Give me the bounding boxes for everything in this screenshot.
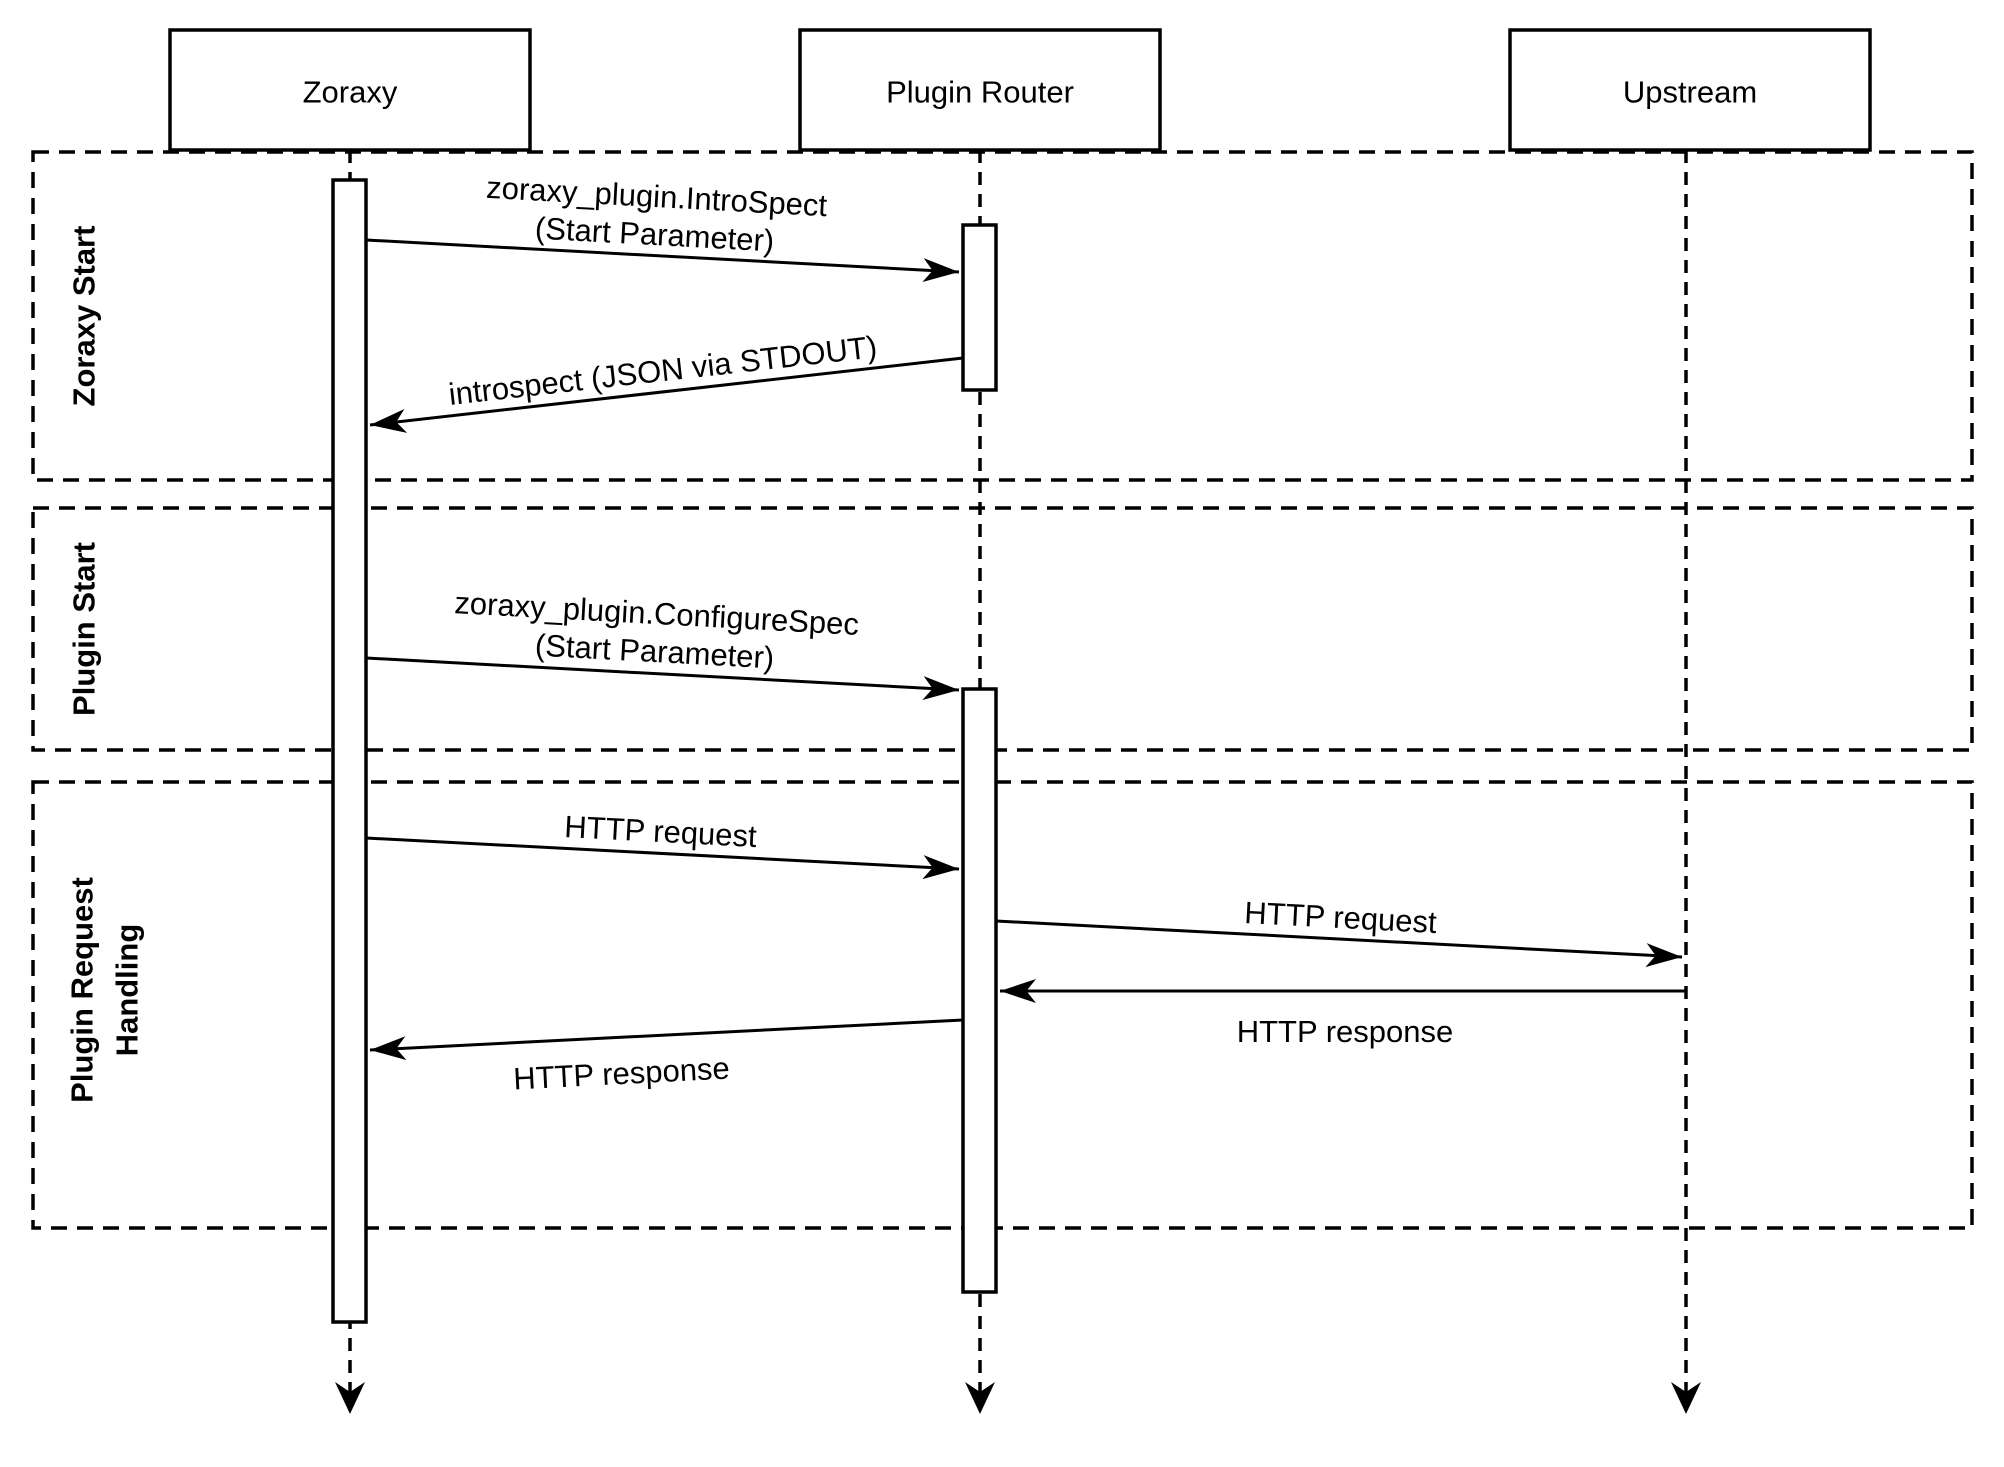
activation-plugin-router-2: [961, 687, 998, 1294]
message-label-introspect-return: introspect (JSON via STDOUT): [447, 329, 879, 412]
section-label-zoraxy-start: Zoraxy Start: [67, 226, 102, 407]
message-arrow-http-request-to-plugin: [365, 836, 960, 880]
actor-box-zoraxy: [168, 28, 532, 152]
message-arrow-http-response-to-zoraxy: [369, 1018, 964, 1061]
lifeline-end-arrow-icon: [335, 1382, 365, 1414]
message-label-http-request-to-upstream: HTTP request: [1244, 895, 1438, 940]
section-frames: [31, 150, 1974, 1230]
message-label-http-response-from-upstream: HTTP response: [1237, 1014, 1454, 1049]
message-label-introspect-call: zoraxy_plugin.IntroSpect (Start Paramete…: [485, 170, 828, 259]
actor-box-plugin-router: [798, 28, 1162, 152]
actor-upstream: Upstream: [1508, 28, 1872, 152]
lifeline-end-arrows: [335, 1382, 1701, 1414]
activation-bars: [331, 178, 998, 1324]
section-label-plugin-start: Plugin Start: [67, 542, 102, 716]
message-arrow-configurespec-call: [365, 656, 960, 701]
actor-label-plugin-router: Plugin Router: [886, 75, 1074, 110]
message-label-http-request-to-plugin: HTTP request: [564, 809, 758, 854]
activation-zoraxy: [331, 178, 368, 1324]
section-frame-plugin-start: [31, 506, 1974, 752]
section-frame-plugin-request-handling: [31, 780, 1974, 1230]
message-arrow-introspect-return: [369, 356, 964, 433]
actor-boxes: Zoraxy Plugin Router Upstream: [168, 28, 1872, 152]
section-label-plugin-request-handling-line1: Plugin Request: [65, 877, 100, 1103]
message-label-http-response-to-zoraxy: HTTP response: [512, 1051, 730, 1097]
messages: [365, 238, 1686, 1061]
section-frame-zoraxy-start: [31, 150, 1974, 482]
lifelines: [348, 150, 1688, 1392]
actor-box-upstream: [1508, 28, 1872, 152]
actor-plugin-router: Plugin Router: [798, 28, 1162, 152]
lifeline-end-arrow-icon: [1671, 1382, 1701, 1414]
message-arrow-http-request-to-upstream: [995, 919, 1683, 968]
message-labels: zoraxy_plugin.IntroSpect (Start Paramete…: [447, 170, 1453, 1097]
section-labels: Zoraxy Start Plugin Start Plugin Request…: [65, 226, 145, 1103]
message-arrow-introspect-call: [365, 238, 960, 283]
actor-label-upstream: Upstream: [1623, 75, 1757, 110]
lifeline-end-arrow-icon: [965, 1382, 995, 1414]
actor-zoraxy: Zoraxy: [168, 28, 532, 152]
activation-plugin-router-1: [961, 223, 998, 392]
actor-label-zoraxy: Zoraxy: [303, 75, 398, 110]
section-label-plugin-request-handling-line2: Handling: [110, 924, 145, 1057]
